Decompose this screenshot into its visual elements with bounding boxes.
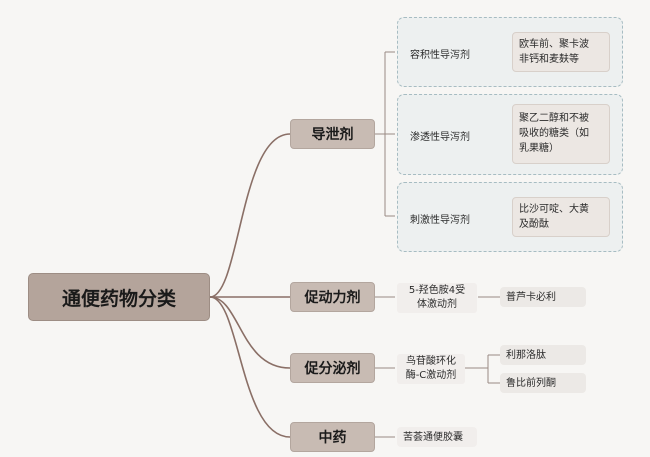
leaf-line: 聚乙二醇和不被: [519, 113, 589, 124]
sub-5HT4: 5-羟色胺4受 体激动剂: [397, 283, 477, 313]
sub-line: 酶-C激动剂: [405, 370, 457, 381]
leaf-刺激性: 比沙可啶、大黄 及酚酞: [512, 197, 610, 237]
group-容积性: 容积性导泻剂 欧车前、聚卡波 非钙和麦麸等: [397, 17, 623, 87]
leaf-渗透性: 聚乙二醇和不被 吸收的糖类（如 乳果糖）: [512, 104, 610, 164]
sub-line: 鸟苷酸环化: [406, 356, 456, 367]
category-导泄剂: 导泄剂: [290, 119, 375, 149]
leaf-line: 非钙和麦麸等: [519, 54, 579, 65]
leaf-line: 吸收的糖类（如: [519, 128, 589, 139]
sub-GC-C: 鸟苷酸环化 酶-C激动剂: [397, 354, 465, 384]
root-node: 通便药物分类: [28, 273, 210, 321]
group-刺激性: 刺激性导泻剂 比沙可啶、大黄 及酚酞: [397, 182, 623, 252]
link-root-促分泌剂: [209, 296, 291, 369]
link-root-中药: [209, 296, 291, 438]
leaf-普芦卡必利: 普芦卡必利: [500, 287, 586, 307]
leaf-容积性: 欧车前、聚卡波 非钙和麦麸等: [512, 32, 610, 72]
sub-line: 5-羟色胺4受: [408, 285, 466, 296]
leaf-line: 比沙可啶、大黄: [519, 204, 589, 215]
sub-渗透性导泻剂: 渗透性导泻剂: [410, 132, 470, 143]
group-渗透性: 渗透性导泻剂 聚乙二醇和不被 吸收的糖类（如 乳果糖）: [397, 94, 623, 175]
leaf-鲁比前列酮: 鲁比前列酮: [500, 373, 586, 393]
category-促动力剂: 促动力剂: [290, 282, 375, 312]
sub-line: 体激动剂: [417, 299, 457, 310]
leaf-line: 及酚酞: [519, 219, 549, 230]
sub-刺激性导泻剂: 刺激性导泻剂: [410, 215, 470, 226]
sub-容积性导泻剂: 容积性导泻剂: [410, 50, 470, 61]
leaf-利那洛肽: 利那洛肽: [500, 345, 586, 365]
link-root-导泄剂: [209, 133, 291, 298]
category-促分泌剂: 促分泌剂: [290, 353, 375, 383]
leaf-line: 欧车前、聚卡波: [519, 39, 589, 50]
leaf-苦荟通便胶囊: 苦荟通便胶囊: [397, 427, 477, 447]
category-中药: 中药: [290, 422, 375, 452]
leaf-line: 乳果糖）: [519, 143, 559, 154]
